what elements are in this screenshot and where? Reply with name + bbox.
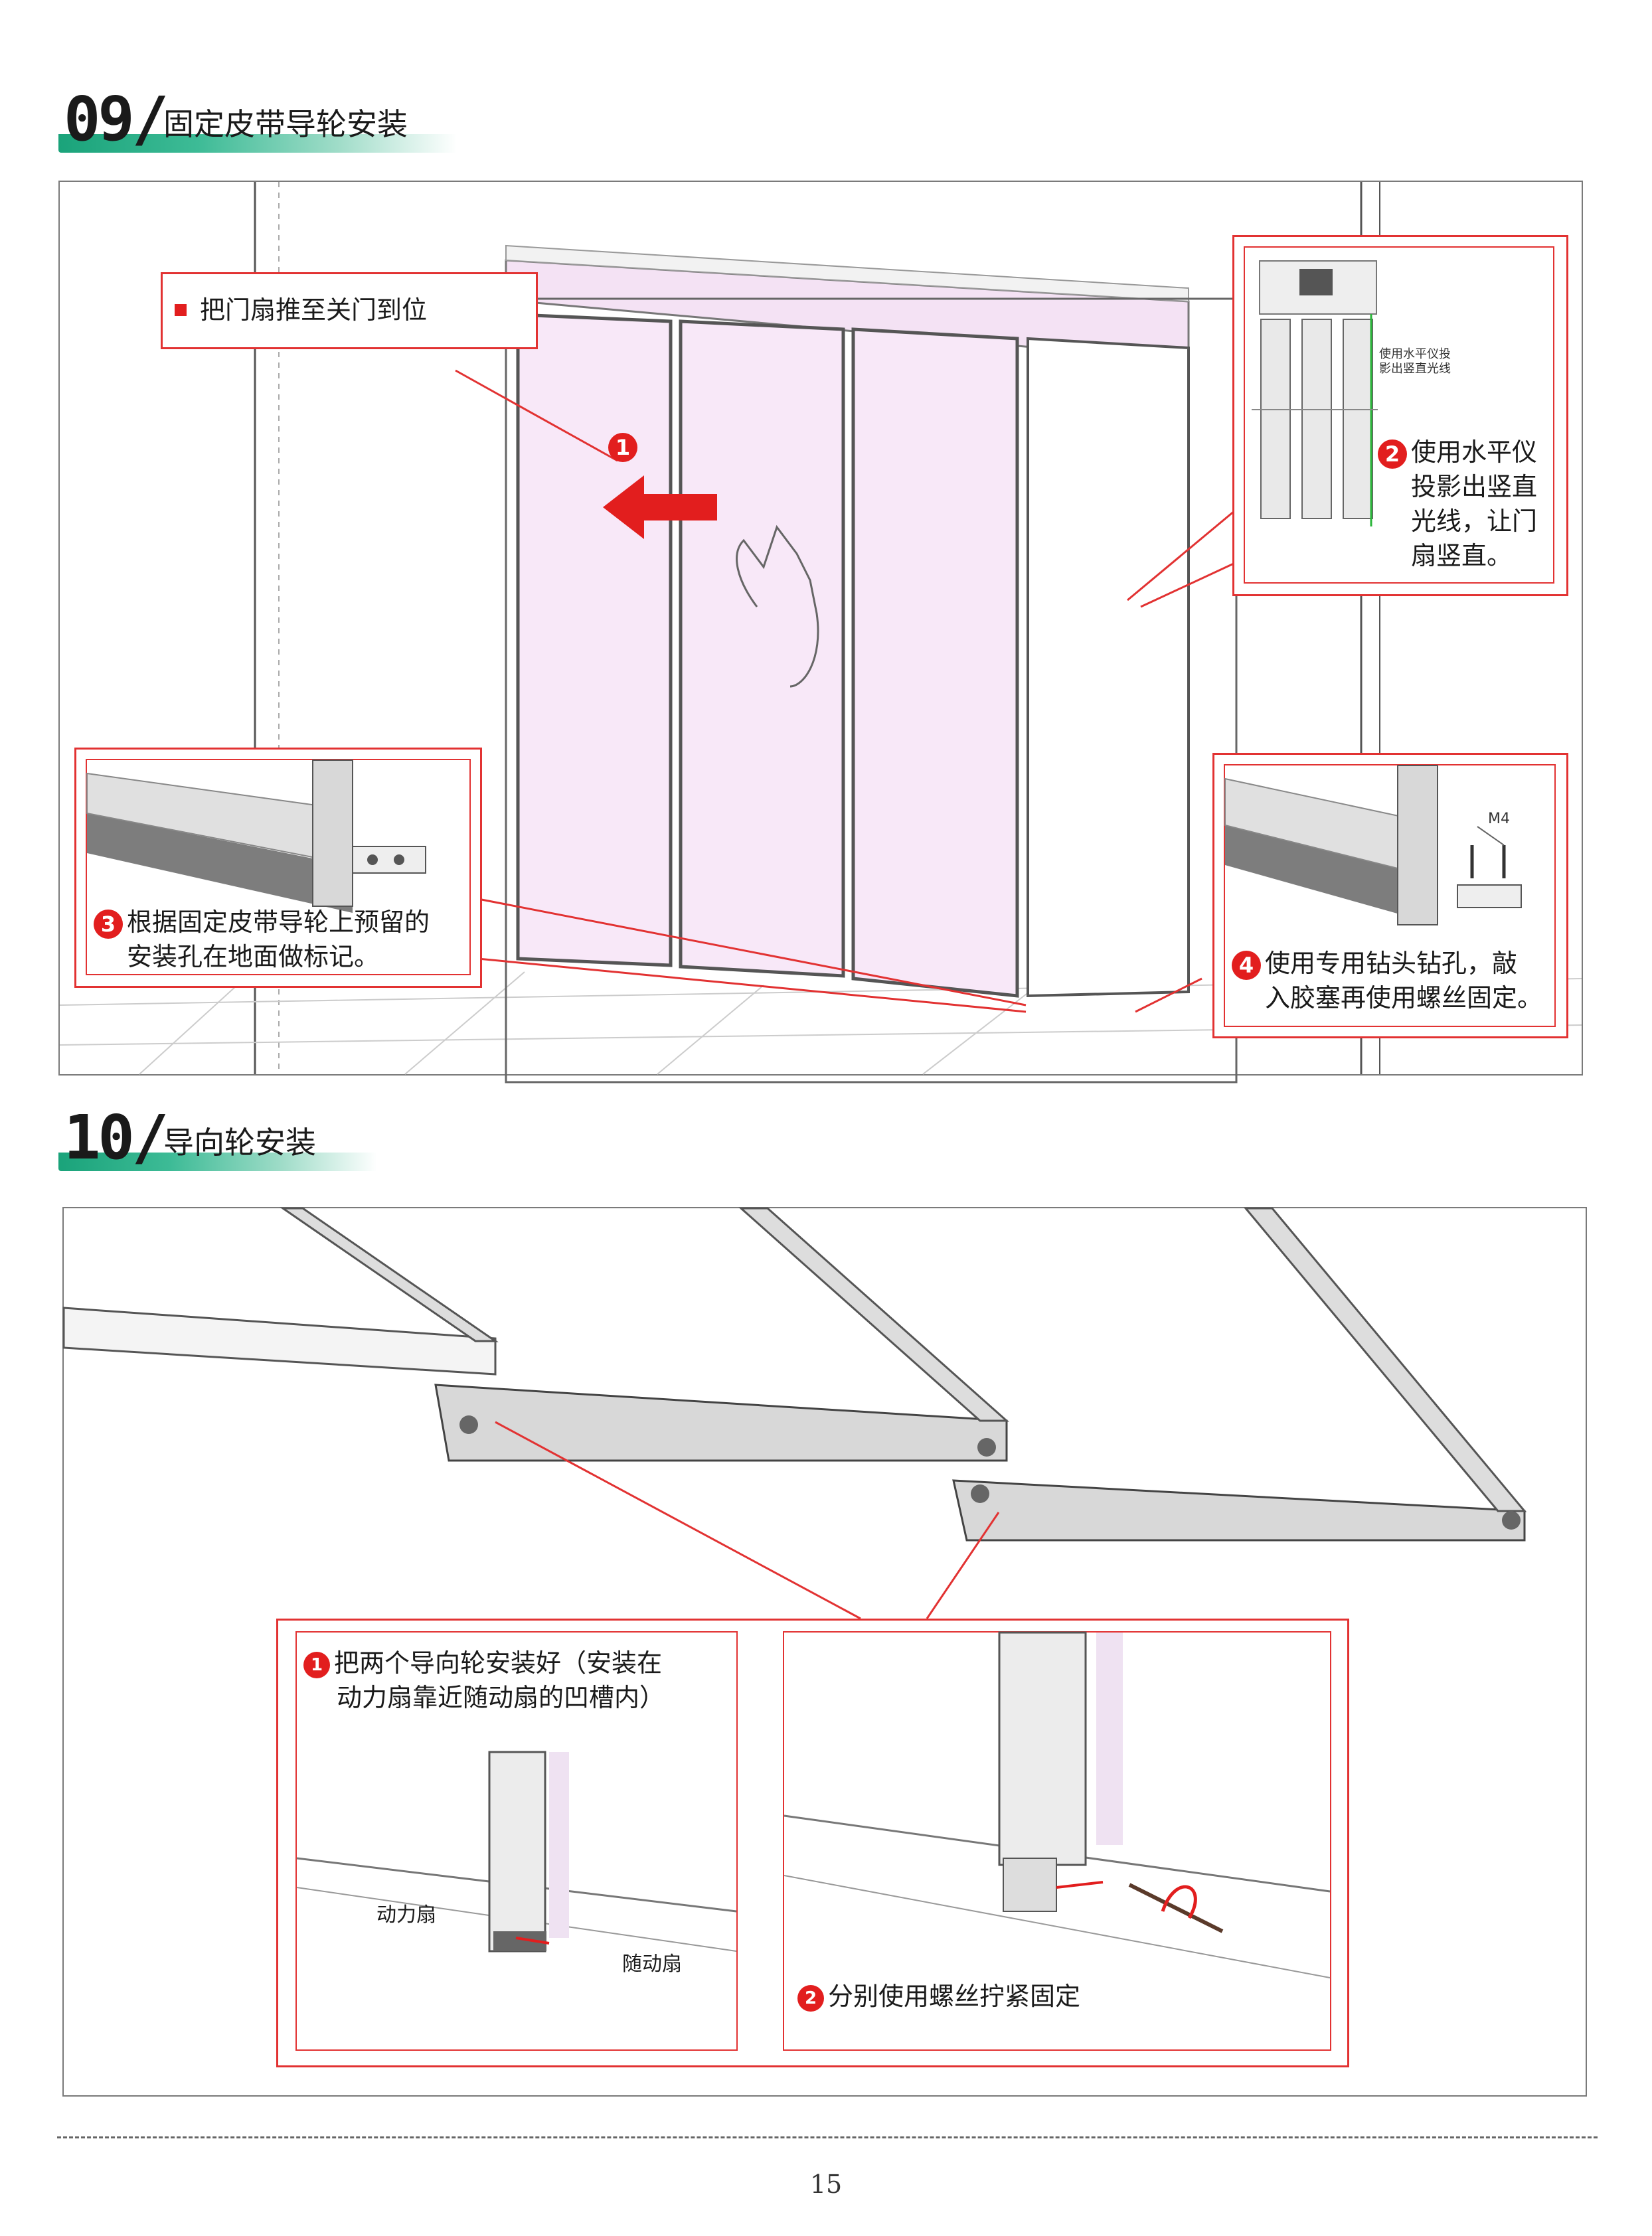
- section-09-bar: [58, 134, 457, 153]
- guide-wheel-illustration: [62, 1207, 1527, 1620]
- m4-label: M4: [1488, 811, 1510, 827]
- step-10-1-badge: 1: [303, 1651, 330, 1678]
- page-number: 15: [809, 2170, 843, 2199]
- guide-wheel-screw-closeup: [784, 1631, 1331, 1978]
- section-09-title: 固定皮带导轮安装: [163, 106, 408, 142]
- belt-guide-closeup: [86, 759, 426, 913]
- section-10-title: 导向轮安装: [163, 1125, 316, 1160]
- step-1-badge: 1: [608, 433, 641, 462]
- door-illustration: [59, 182, 1582, 1083]
- section-09-heading: 09/ 固定皮带导轮安装: [58, 80, 457, 153]
- step-10-2-badge: 2: [797, 1984, 824, 2012]
- screw-fixing-closeup: [1224, 765, 1522, 925]
- push-door-callout-box: 把门扇推至关门到位: [161, 272, 538, 349]
- step-2-badge: 2: [1378, 439, 1407, 469]
- section-10-heading: 10/ 导向轮安装: [58, 1098, 377, 1171]
- step-3-badge: 3: [94, 909, 123, 939]
- label-power-leaf: 动力扇: [376, 1903, 436, 1927]
- footer-divider: [57, 2136, 1598, 2138]
- label-follower-leaf: 随动扇: [622, 1953, 682, 1976]
- level-projection-diagram: [1252, 260, 1378, 526]
- section-09-panel: 1 把门扇推至关门到位 使用水平仪投 影出竖直光线: [58, 181, 1583, 1083]
- bullet-square-icon: [175, 303, 187, 316]
- push-door-callout: 把门扇推至关门到位: [172, 293, 427, 327]
- level-label-small: 使用水平仪投 影出竖直光线: [1379, 347, 1451, 376]
- guide-wheel-left-closeup: [296, 1751, 737, 1953]
- section-10-bar: [58, 1153, 377, 1171]
- section-09-number: 09/: [64, 84, 169, 155]
- section-10-number: 10/: [64, 1102, 169, 1173]
- step-4-badge: 4: [1232, 950, 1261, 980]
